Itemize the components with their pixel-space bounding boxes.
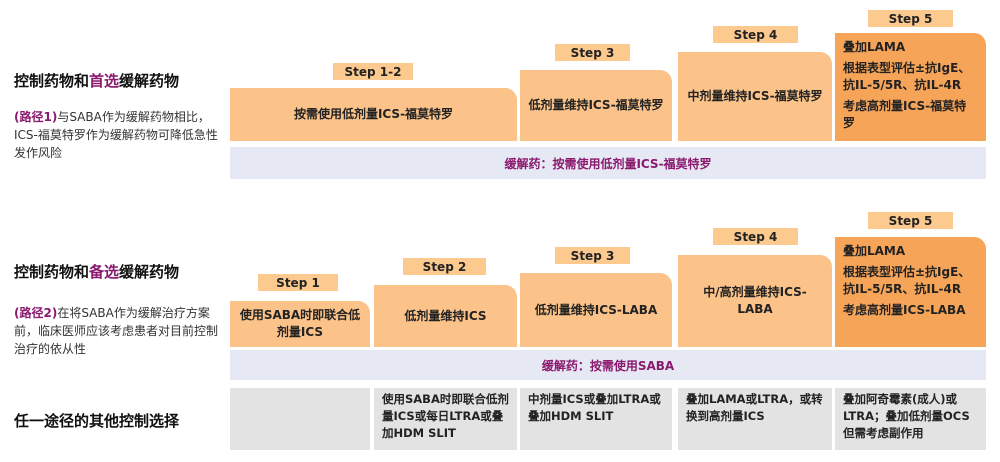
other-option-step3: 中剂量ICS或叠加LTRA或叠加HDM SLIT — [520, 388, 672, 450]
s1-step-box-4: 叠加LAMA 根据表型评估±抗IgE、抗IL-5/5R、抗IL-4R 考虑高剂量… — [835, 33, 986, 141]
s1-step5-line3: 考虑高剂量ICS-福莫特罗 — [843, 99, 967, 130]
s1-step-box-3: 中剂量维持ICS-福莫特罗 — [678, 52, 832, 141]
other-option-step4: 叠加LAMA或LTRA，或转换到高剂量ICS — [678, 388, 832, 450]
s1-step-label-4: Step 5 — [868, 10, 953, 27]
s2-step-label-1: Step 1 — [258, 274, 338, 291]
s1-step-label-3: Step 4 — [713, 26, 798, 43]
s1-step-label-2: Step 3 — [555, 44, 630, 61]
s2-step5-line1: 叠加LAMA — [843, 244, 906, 258]
s2-step-label-5: Step 5 — [868, 212, 953, 229]
s1-step-label-1: Step 1-2 — [333, 63, 413, 80]
s2-step-box-3: 低剂量维持ICS-LABA — [520, 273, 672, 347]
s2-step-box-2: 低剂量维持ICS — [374, 285, 517, 347]
section2-title: 控制药物和备选缓解药物 — [14, 263, 180, 281]
s2-reliever-bar: 缓解药：按需使用SABA — [230, 350, 986, 380]
s1-step-box-2: 低剂量维持ICS-福莫特罗 — [520, 70, 672, 141]
s2-step-label-2: Step 2 — [403, 258, 486, 275]
s2-step5-line2: 根据表型评估±抗IgE、抗IL-5/5R、抗IL-4R — [843, 265, 971, 296]
other-option-step1 — [230, 388, 370, 450]
s2-step-box-4: 中/高剂量维持ICS-LABA — [678, 255, 832, 347]
other-option-step2: 使用SABA时即联合低剂量ICS或每日LTRA或叠加HDM SLIT — [374, 388, 517, 450]
s2-step-label-3: Step 3 — [555, 247, 630, 264]
section1-description: (路径1)与SABA作为缓解药物相比，ICS-福莫特罗作为缓解药物可降低急性发作… — [14, 110, 218, 160]
s1-step5-line1: 叠加LAMA — [843, 40, 906, 54]
s2-step-box-1: 使用SABA时即联合低剂量ICS — [230, 301, 370, 347]
section1-title: 控制药物和首选缓解药物 — [14, 72, 180, 90]
s2-step-label-4: Step 4 — [713, 228, 798, 245]
other-option-step5: 叠加阿奇霉素(成人)或LTRA；叠加低剂量OCS但需考虑副作用 — [835, 388, 986, 450]
s1-step5-line2: 根据表型评估±抗IgE、抗IL-5/5R、抗IL-4R — [843, 61, 971, 92]
s2-step-box-5: 叠加LAMA 根据表型评估±抗IgE、抗IL-5/5R、抗IL-4R 考虑高剂量… — [835, 237, 986, 347]
section2-description: (路径2)在将SABA作为缓解治疗方案前，临床医师应该考虑患者对目前控制治疗的依… — [14, 306, 219, 356]
s2-step5-line3: 考虑高剂量ICS-LABA — [843, 303, 966, 317]
s1-reliever-bar: 缓解药：按需使用低剂量ICS-福莫特罗 — [230, 147, 986, 179]
other-options-title: 任一途径的其他控制选择 — [14, 412, 180, 430]
s1-step-box-1: 按需使用低剂量ICS-福莫特罗 — [230, 88, 517, 141]
